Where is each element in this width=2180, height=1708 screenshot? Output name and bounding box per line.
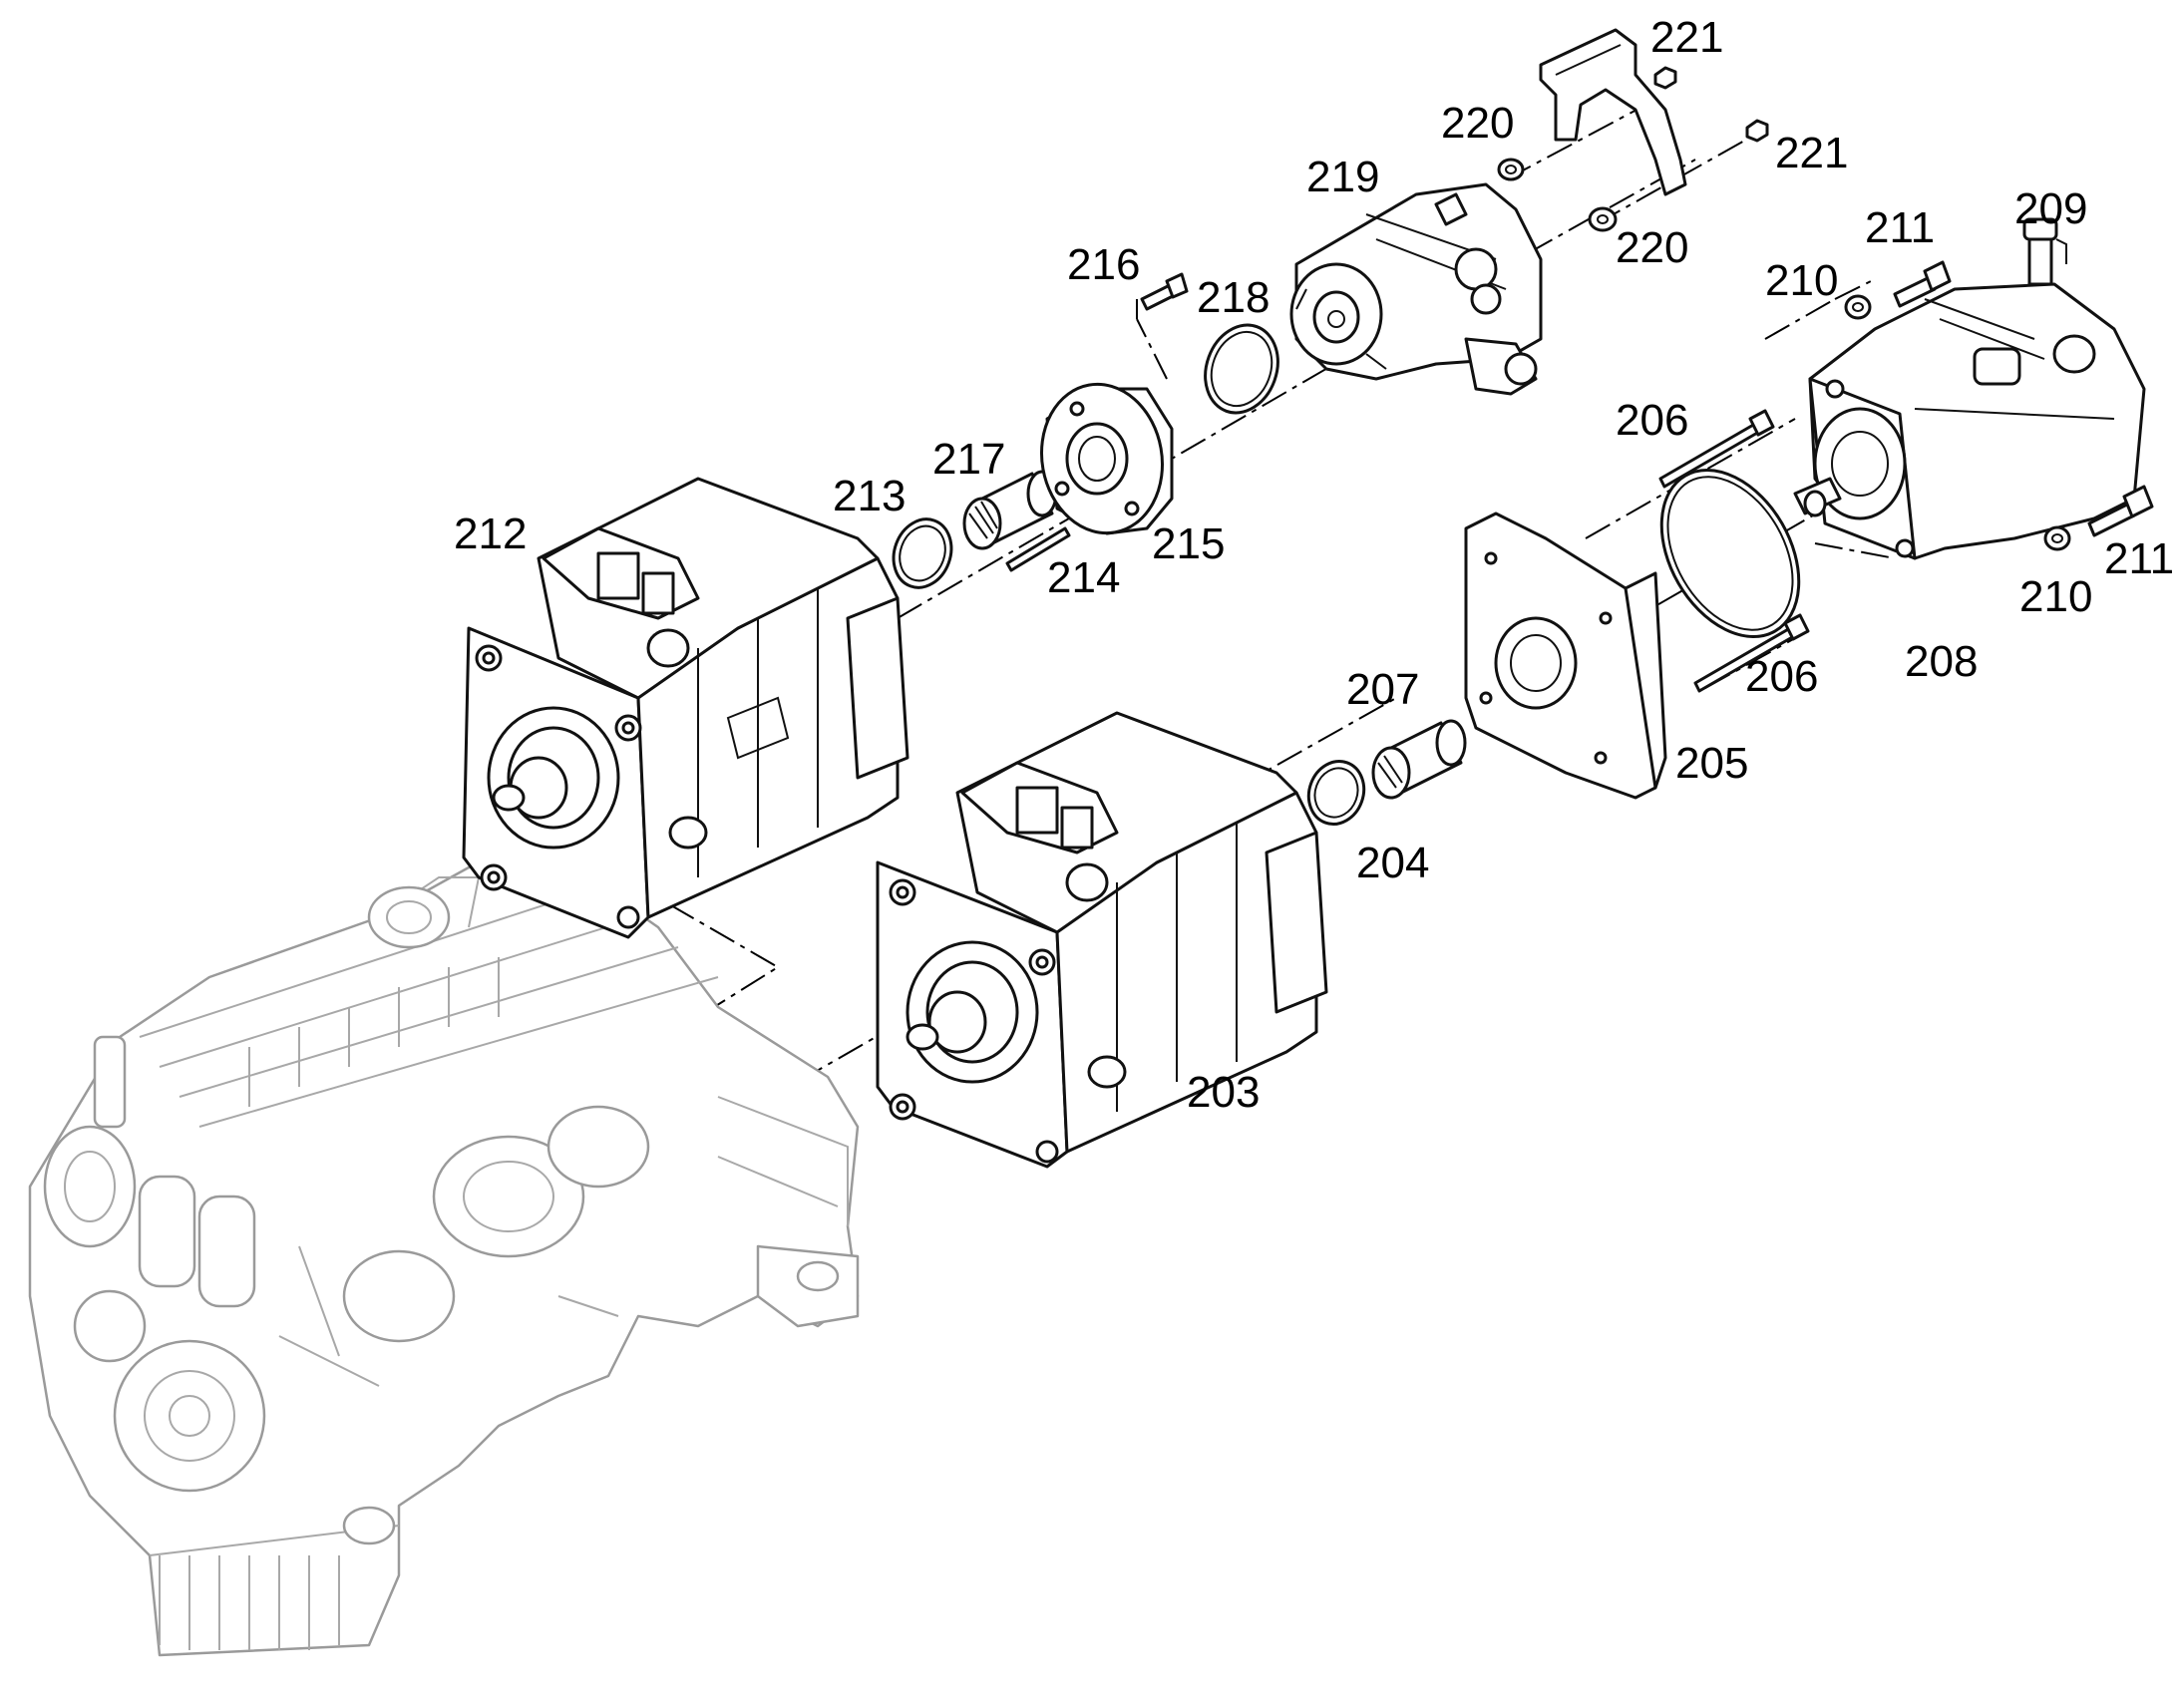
label-218: 218	[1197, 273, 1270, 322]
label-215: 215	[1152, 519, 1225, 568]
part-210-washer-lower	[2043, 525, 2071, 551]
label-220-lower: 220	[1616, 223, 1688, 272]
label-211-lower: 211	[2104, 534, 2174, 583]
part-211-bolt-lower	[2087, 485, 2154, 537]
part-221-bracket	[1539, 28, 1687, 196]
part-206-bolt-lower	[1693, 613, 1810, 693]
part-207-coupling-sleeve	[1371, 719, 1467, 800]
engine-block	[28, 855, 860, 1657]
label-210-lower: 210	[2019, 572, 2092, 621]
label-206-upper: 206	[1616, 396, 1688, 445]
part-219-gear-pump	[1289, 182, 1543, 396]
label-221-upper: 221	[1650, 13, 1723, 62]
label-210-upper: 210	[1765, 256, 1838, 305]
part-210-washer-upper	[1844, 294, 1872, 320]
part-211-bolt-upper	[1893, 260, 1952, 308]
label-208: 208	[1905, 637, 1978, 686]
label-219: 219	[1306, 153, 1379, 201]
part-205-adapter-plate	[1464, 512, 1667, 800]
label-205: 205	[1675, 739, 1748, 788]
part-218-o-ring	[1204, 323, 1279, 415]
label-204: 204	[1356, 839, 1429, 887]
label-217: 217	[932, 435, 1005, 484]
part-221-nut-upper	[1653, 66, 1677, 90]
label-216: 216	[1067, 240, 1140, 289]
part-216-bolt	[1140, 272, 1189, 311]
part-217-coupling-sleeve	[962, 470, 1058, 550]
label-211-upper: 211	[1865, 203, 1935, 252]
label-207: 207	[1346, 665, 1419, 714]
part-220-washer-lower	[1588, 206, 1618, 232]
part-labels: 203 204 205 206 206 207 208 209 210 210 …	[454, 13, 2174, 1117]
part-212-hydraulic-pump	[462, 477, 909, 939]
part-204-o-ring	[1306, 760, 1366, 826]
part-213-o-ring	[892, 517, 953, 589]
part-208-o-ring	[1659, 468, 1801, 639]
part-215-adapter-flange	[1039, 382, 1174, 535]
part-220-washer-upper	[1497, 158, 1525, 181]
part-206-bolt-upper	[1658, 409, 1775, 489]
part-203-hydraulic-pump	[876, 711, 1328, 1169]
label-220-upper: 220	[1441, 99, 1514, 148]
label-203: 203	[1187, 1068, 1260, 1117]
part-221-nut-lower	[1745, 119, 1769, 143]
label-209: 209	[2014, 184, 2087, 233]
label-214: 214	[1047, 553, 1120, 602]
label-221-lower: 221	[1775, 129, 1848, 177]
label-212: 212	[454, 510, 527, 558]
part-214-pin	[1005, 526, 1071, 572]
label-206-lower: 206	[1745, 652, 1818, 701]
label-213: 213	[833, 472, 906, 520]
part-209-hydraulic-pump	[1793, 217, 2146, 560]
